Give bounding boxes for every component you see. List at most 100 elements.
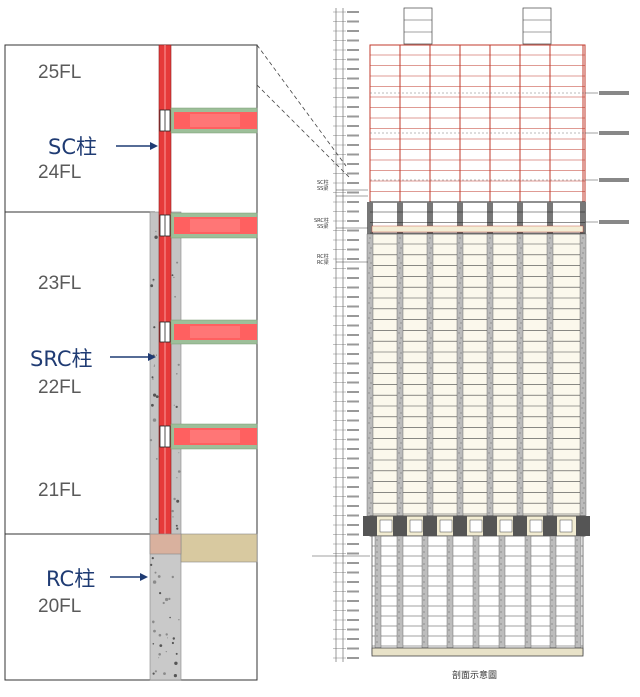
- rc-aggregate: [549, 252, 551, 254]
- rc-aggregate: [369, 237, 371, 239]
- rc-aggregate: [428, 317, 430, 319]
- rc-aggregate: [460, 427, 462, 429]
- podium-aggregate: [551, 569, 553, 571]
- dim-text-mark: [347, 609, 359, 612]
- rc-aggregate: [368, 422, 370, 424]
- rc-aggregate: [489, 507, 491, 509]
- rc-aggregate: [488, 317, 490, 319]
- rc-column: [456, 233, 464, 517]
- podium-aggregate: [526, 611, 528, 613]
- rc-aggregate: [458, 497, 460, 499]
- podium-aggregate: [500, 611, 502, 613]
- rc-aggregate: [550, 427, 552, 429]
- rc-aggregate: [518, 512, 520, 514]
- aggregate-dot: [155, 458, 158, 460]
- rc-aggregate: [458, 467, 460, 469]
- aggregate-dot: [155, 518, 158, 520]
- rc-aggregate: [520, 487, 522, 489]
- rc-aggregate: [370, 457, 372, 459]
- rc-aggregate: [488, 362, 490, 364]
- rc-aggregate: [490, 352, 492, 354]
- podium-aggregate: [398, 569, 400, 571]
- rc-aggregate: [490, 322, 492, 324]
- podium-aggregate: [500, 641, 502, 643]
- dim-text-mark: [347, 448, 359, 450]
- rc-aggregate: [550, 457, 552, 459]
- dim-text-mark: [347, 571, 359, 574]
- rc-aggregate: [548, 497, 550, 499]
- rc-aggregate: [430, 307, 432, 309]
- rc-aggregate: [370, 322, 372, 324]
- rc-aggregate: [428, 467, 430, 469]
- podium-aggregate: [526, 563, 528, 565]
- aggregate-dot: [150, 284, 154, 288]
- aggregate-dot: [151, 557, 154, 560]
- rc-aggregate: [458, 242, 460, 244]
- transfer-node: [453, 516, 467, 536]
- podium-aggregate: [526, 593, 528, 595]
- rc-aggregate: [458, 377, 460, 379]
- rc-aggregate: [458, 272, 460, 274]
- rc-aggregate: [398, 317, 400, 319]
- rc-aggregate: [582, 417, 584, 419]
- transfer-panel: [379, 519, 393, 533]
- rc-aggregate: [369, 372, 371, 374]
- rc-aggregate: [369, 252, 371, 254]
- rc-aggregate: [488, 512, 490, 514]
- rc-aggregate: [550, 412, 552, 414]
- rc-aggregate: [582, 312, 584, 314]
- rc-aggregate: [582, 462, 584, 464]
- rc-aggregate: [489, 387, 491, 389]
- aggregate-dot: [172, 637, 175, 640]
- rc-aggregate: [490, 502, 492, 504]
- rc-aggregate: [583, 487, 585, 489]
- dim-text-mark: [347, 543, 359, 545]
- rc-aggregate: [549, 342, 551, 344]
- rc-aggregate: [399, 507, 401, 509]
- aggregate-dot: [153, 364, 156, 366]
- rc-aggregate: [488, 497, 490, 499]
- rc-aggregate: [370, 412, 372, 414]
- rc-aggregate: [583, 442, 585, 444]
- rc-aggregate: [459, 327, 461, 329]
- rc-aggregate: [370, 472, 372, 474]
- podium-aggregate: [500, 569, 502, 571]
- rc-aggregate: [428, 437, 430, 439]
- rc-aggregate: [550, 292, 552, 294]
- rc-aggregate: [582, 297, 584, 299]
- podium-aggregate: [500, 587, 502, 589]
- podium-aggregate: [448, 569, 450, 571]
- podium-aggregate: [423, 569, 425, 571]
- rc-aggregate: [488, 467, 490, 469]
- podium-aggregate: [376, 629, 378, 631]
- rc-aggregate: [370, 367, 372, 369]
- rc-aggregate: [518, 422, 520, 424]
- podium-aggregate: [474, 635, 476, 637]
- podium-aggregate: [551, 587, 553, 589]
- rc-aggregate: [398, 392, 400, 394]
- rc-aggregate: [369, 447, 371, 449]
- dim-text-mark: [347, 343, 359, 346]
- aggregate-dot: [173, 276, 175, 279]
- rc-aggregate: [583, 262, 585, 264]
- transfer-node: [393, 516, 407, 536]
- rc-aggregate: [368, 242, 370, 244]
- rc-aggregate: [399, 357, 401, 359]
- rc-aggregate: [548, 452, 550, 454]
- floor-label-23: 23FL: [38, 273, 82, 294]
- podium-aggregate: [423, 641, 425, 643]
- rc-aggregate: [429, 267, 431, 269]
- rc-aggregate: [520, 307, 522, 309]
- podium-aggregate: [474, 575, 476, 577]
- rc-aggregate: [400, 502, 402, 504]
- podium-aggregate: [551, 539, 553, 541]
- dim-text-mark: [347, 438, 359, 441]
- beam-3-glow: [190, 430, 240, 443]
- podium-aggregate: [423, 581, 425, 583]
- transfer-node: [543, 516, 557, 536]
- transfer-panel: [559, 519, 573, 533]
- podium-aggregate: [474, 599, 476, 601]
- rc-aggregate: [548, 332, 550, 334]
- podium-aggregate: [474, 641, 476, 643]
